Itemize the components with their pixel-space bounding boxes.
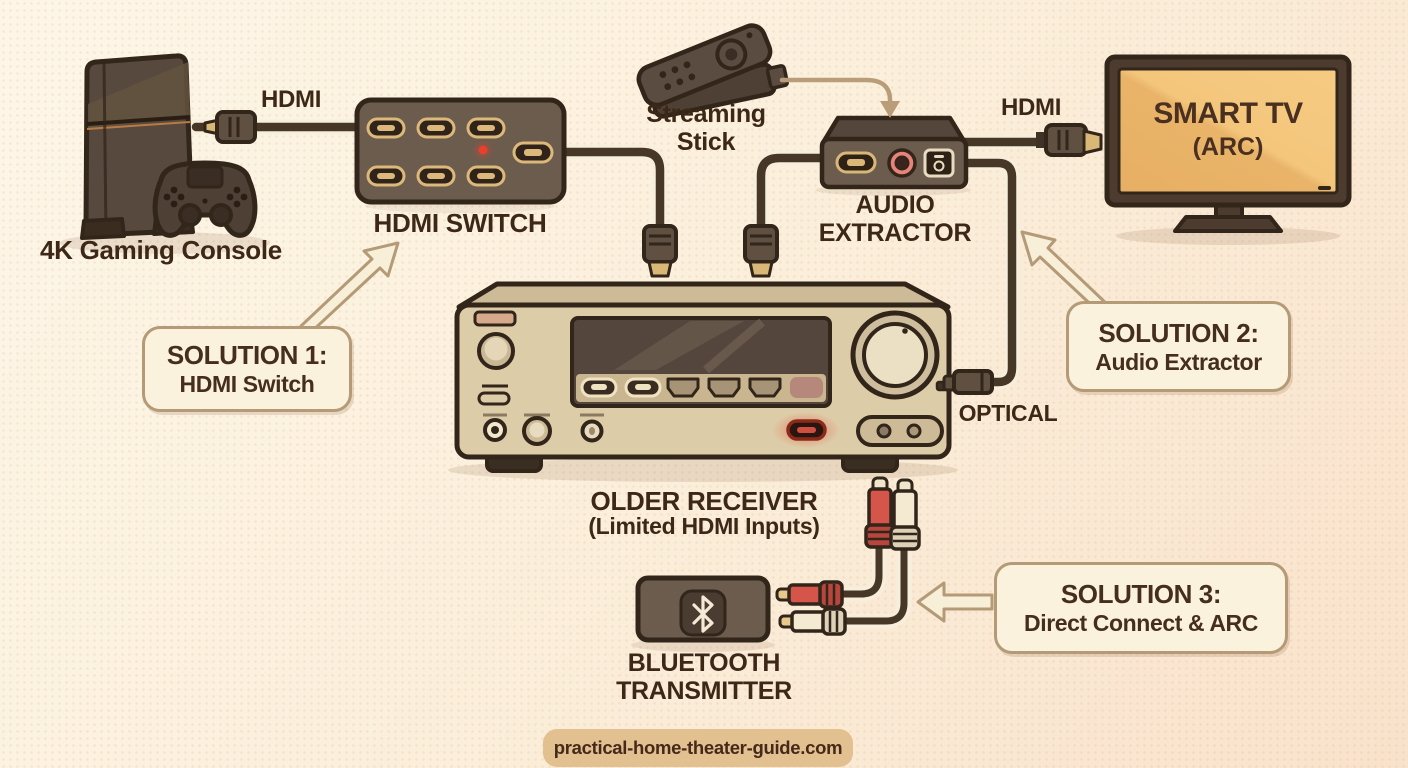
touchpad xyxy=(186,165,224,189)
solution3-callout: SOLUTION 3: Direct Connect & ARC xyxy=(994,562,1288,654)
connectors xyxy=(203,110,1103,636)
glowing-hdmi-input xyxy=(772,412,840,448)
extractor-optical-port xyxy=(923,148,955,178)
solution1-subtitle: HDMI Switch xyxy=(179,371,315,397)
hdmi-label-console: HDMI xyxy=(260,86,322,113)
bluetooth-icon xyxy=(692,595,714,633)
smart-tv-label: SMART TV xyxy=(1153,97,1303,130)
hdmi-ports xyxy=(366,117,554,187)
stick-hdmi-tip xyxy=(765,64,790,90)
left-stick xyxy=(178,203,202,227)
power-led xyxy=(478,145,488,155)
right-stick xyxy=(209,203,233,227)
bluetooth-transmitter-device xyxy=(635,575,771,643)
bluetooth-transmitter-label: BLUETOOTH TRANSMITTER xyxy=(616,649,792,705)
remote xyxy=(636,23,773,108)
hdmi-switch-label: HDMI SWITCH xyxy=(373,208,547,238)
streaming-stick-device xyxy=(636,23,790,119)
audio-extractor-device xyxy=(819,115,969,190)
hdmi-cable-receiver-to-extractor xyxy=(756,153,829,231)
stick-to-extractor-arrow xyxy=(779,77,893,105)
streaming-stick-label: Streaming Stick xyxy=(646,100,766,156)
tv-power-led xyxy=(1318,186,1331,190)
solution2-subtitle: Audio Extractor xyxy=(1095,348,1262,375)
hdmi-label-tv: HDMI xyxy=(1000,94,1062,121)
optical-cable xyxy=(959,158,1017,387)
tv-screen xyxy=(1117,67,1339,195)
rca-plug-red-vertical xyxy=(864,476,896,549)
optical-plug xyxy=(952,369,994,395)
receiver-device xyxy=(454,281,952,473)
hdmi-switch-device xyxy=(354,97,567,205)
smart-tv-device xyxy=(1104,54,1352,233)
website-watermark: practical-home-theater-guide.com xyxy=(543,729,853,767)
standby-button xyxy=(473,310,517,327)
rca-plug-red-horizontal xyxy=(775,580,844,609)
solution2-title: SOLUTION 2: xyxy=(1098,317,1259,348)
solution3-title: SOLUTION 3: xyxy=(1060,579,1222,609)
rca-cable-red xyxy=(837,543,883,598)
solution3-subtitle: Direct Connect & ARC xyxy=(1024,610,1258,636)
game-controller xyxy=(152,160,258,238)
console-label: 4K Gaming Console xyxy=(40,235,282,265)
solution2-callout: SOLUTION 2: Audio Extractor xyxy=(1066,301,1291,392)
tv-base xyxy=(1173,215,1283,233)
solution3-arrow xyxy=(916,581,994,623)
receiver-label: OLDER RECEIVER xyxy=(590,486,818,516)
optical-label: OPTICAL xyxy=(958,400,1058,426)
tv-screen-text: SMART TV (ARC) xyxy=(1119,97,1337,162)
arc-label: (ARC) xyxy=(1192,133,1264,161)
solution1-arrow xyxy=(299,241,400,336)
rca-plug-white-vertical xyxy=(889,478,921,551)
solution1-title: SOLUTION 1: xyxy=(166,340,328,370)
rca-cable-white xyxy=(840,547,908,625)
audio-extractor-label: AUDIO EXTRACTOR xyxy=(818,191,972,247)
hdmi-cable-switch-to-receiver xyxy=(558,147,665,231)
hdmi-plug-console xyxy=(215,110,257,144)
rca-plug-white-horizontal xyxy=(778,607,847,636)
receiver-sublabel: (Limited HDMI Inputs) xyxy=(588,513,820,539)
solution1-callout: SOLUTION 1: HDMI Switch xyxy=(142,326,352,412)
gaming-console xyxy=(80,53,258,240)
